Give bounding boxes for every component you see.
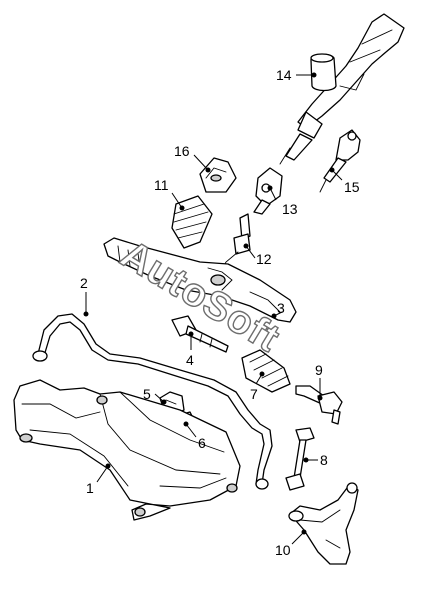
- callout-13: 13: [267, 185, 298, 217]
- callout-16: 16: [174, 143, 211, 173]
- part-steering-column: [279, 13, 405, 165]
- part-mount-bracket: [199, 157, 237, 193]
- callout-label-6: 6: [198, 435, 206, 451]
- callout-12: 12: [243, 243, 272, 267]
- part-steering-rack: [103, 237, 297, 323]
- callout-9: 9: [315, 362, 323, 401]
- callout-label-5: 5: [143, 386, 151, 402]
- part-universal-joint: [253, 167, 283, 215]
- part-stabilizer-bar: [32, 313, 273, 490]
- callout-5: 5: [143, 386, 167, 405]
- callout-4: 4: [186, 331, 194, 368]
- callout-label-12: 12: [256, 251, 272, 267]
- callout-8: 8: [303, 452, 328, 468]
- part-column-shaft: [319, 129, 361, 193]
- callout-label-15: 15: [344, 179, 360, 195]
- callout-label-3: 3: [277, 300, 285, 316]
- part-stabilizer-link: [285, 427, 315, 491]
- callout-label-14: 14: [276, 67, 292, 83]
- part-control-arm: [288, 482, 359, 565]
- callout-label-7: 7: [250, 386, 258, 402]
- callout-10: 10: [275, 529, 307, 558]
- callout-label-8: 8: [320, 452, 328, 468]
- callout-label-9: 9: [315, 362, 323, 378]
- callout-label-13: 13: [282, 201, 298, 217]
- callout-label-10: 10: [275, 542, 291, 558]
- part-subframe: [13, 379, 241, 521]
- part-tie-rod-end: [295, 385, 343, 425]
- callout-11: 11: [154, 177, 185, 211]
- callout-2: 2: [80, 275, 89, 317]
- callout-3: 3: [271, 300, 285, 319]
- callout-label-1: 1: [86, 480, 94, 496]
- callout-label-2: 2: [80, 275, 88, 291]
- callout-6: 6: [183, 421, 206, 451]
- callout-7: 7: [250, 371, 265, 402]
- callout-label-16: 16: [174, 143, 190, 159]
- callout-label-11: 11: [154, 177, 169, 193]
- callout-1: 1: [86, 463, 111, 496]
- callout-14: 14: [276, 67, 317, 83]
- part-intermediate-shaft: [217, 213, 251, 277]
- callout-label-4: 4: [186, 352, 194, 368]
- part-tie-rod-boot: [241, 349, 291, 393]
- part-tie-rod-inner: [171, 315, 229, 353]
- callout-15: 15: [329, 167, 360, 195]
- part-bellows-boot: [171, 195, 213, 249]
